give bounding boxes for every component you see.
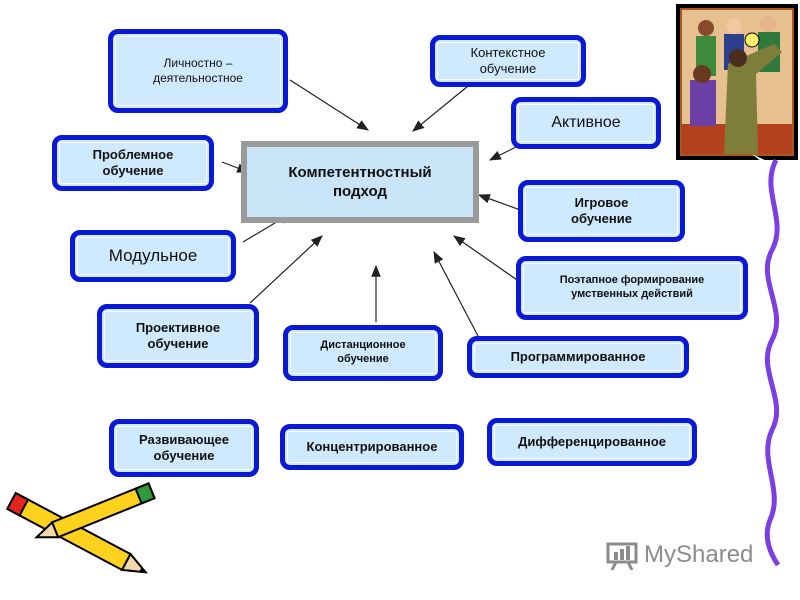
box-lichnostno: Личностно – деятельностное <box>108 29 288 113</box>
arrow-kontekst <box>412 85 469 132</box>
arrow-program <box>433 250 479 337</box>
people-discussion-icon <box>676 4 798 160</box>
box-program: Программированное <box>467 336 689 378</box>
arrow-poetapnoe <box>453 235 521 283</box>
box-problem: Проблемное обучение <box>52 135 214 191</box>
decorative-curve-icon <box>764 158 781 567</box>
label-program: Программированное <box>510 348 646 364</box>
label-aktivnoe: Активное <box>551 114 621 131</box>
label-differ: Дифференцированное <box>518 433 666 449</box>
label-kontekst: Контекстное обучение <box>470 44 546 76</box>
arrow-igrovoe <box>477 194 524 212</box>
pencils-icon <box>5 482 156 574</box>
arrow-lichnostno <box>289 79 370 131</box>
label-razvivayuschee: Развивающее обучение <box>139 431 229 463</box>
box-differ: Дифференцированное <box>487 418 697 466</box>
box-modulnoe: Модульное <box>70 230 236 282</box>
label-lichnostno: Личностно – деятельностное <box>153 56 243 85</box>
label-modulnoe: Модульное <box>108 246 198 266</box>
box-razvivayuschee: Развивающее обучение <box>109 419 259 477</box>
label-distance: Дистанционное обучение <box>320 339 406 365</box>
arrow-proektivnoe <box>249 235 323 304</box>
label-poetapnoe: Поэтапное формирование умственных действ… <box>559 274 705 300</box>
label-proektivnoe: Проективное обучение <box>135 319 221 351</box>
box-igrovoe: Игровое обучение <box>518 180 685 242</box>
label-igrovoe: Игровое обучение <box>571 194 632 226</box>
center-box: Компетентностный подход <box>241 141 479 223</box>
box-aktivnoe: Активное <box>511 97 661 149</box>
center-label: Компетентностный подход <box>288 163 432 201</box>
label-problem: Проблемное обучение <box>92 146 174 178</box>
myshared-logo-text: MyShared <box>644 541 754 568</box>
label-koncentr: Концентрированное <box>306 438 438 454</box>
box-distance: Дистанционное обучение <box>283 325 443 381</box>
box-proektivnoe: Проективное обучение <box>97 304 259 368</box>
arrow-aktivnoe <box>488 145 519 161</box>
box-koncentr: Концентрированное <box>280 424 464 470</box>
box-poetapnoe: Поэтапное формирование умственных действ… <box>516 256 748 320</box>
myshared-logo-icon <box>606 542 638 570</box>
box-kontekst: Контекстное обучение <box>430 35 586 87</box>
myshared-logo: MyShared <box>606 540 753 570</box>
